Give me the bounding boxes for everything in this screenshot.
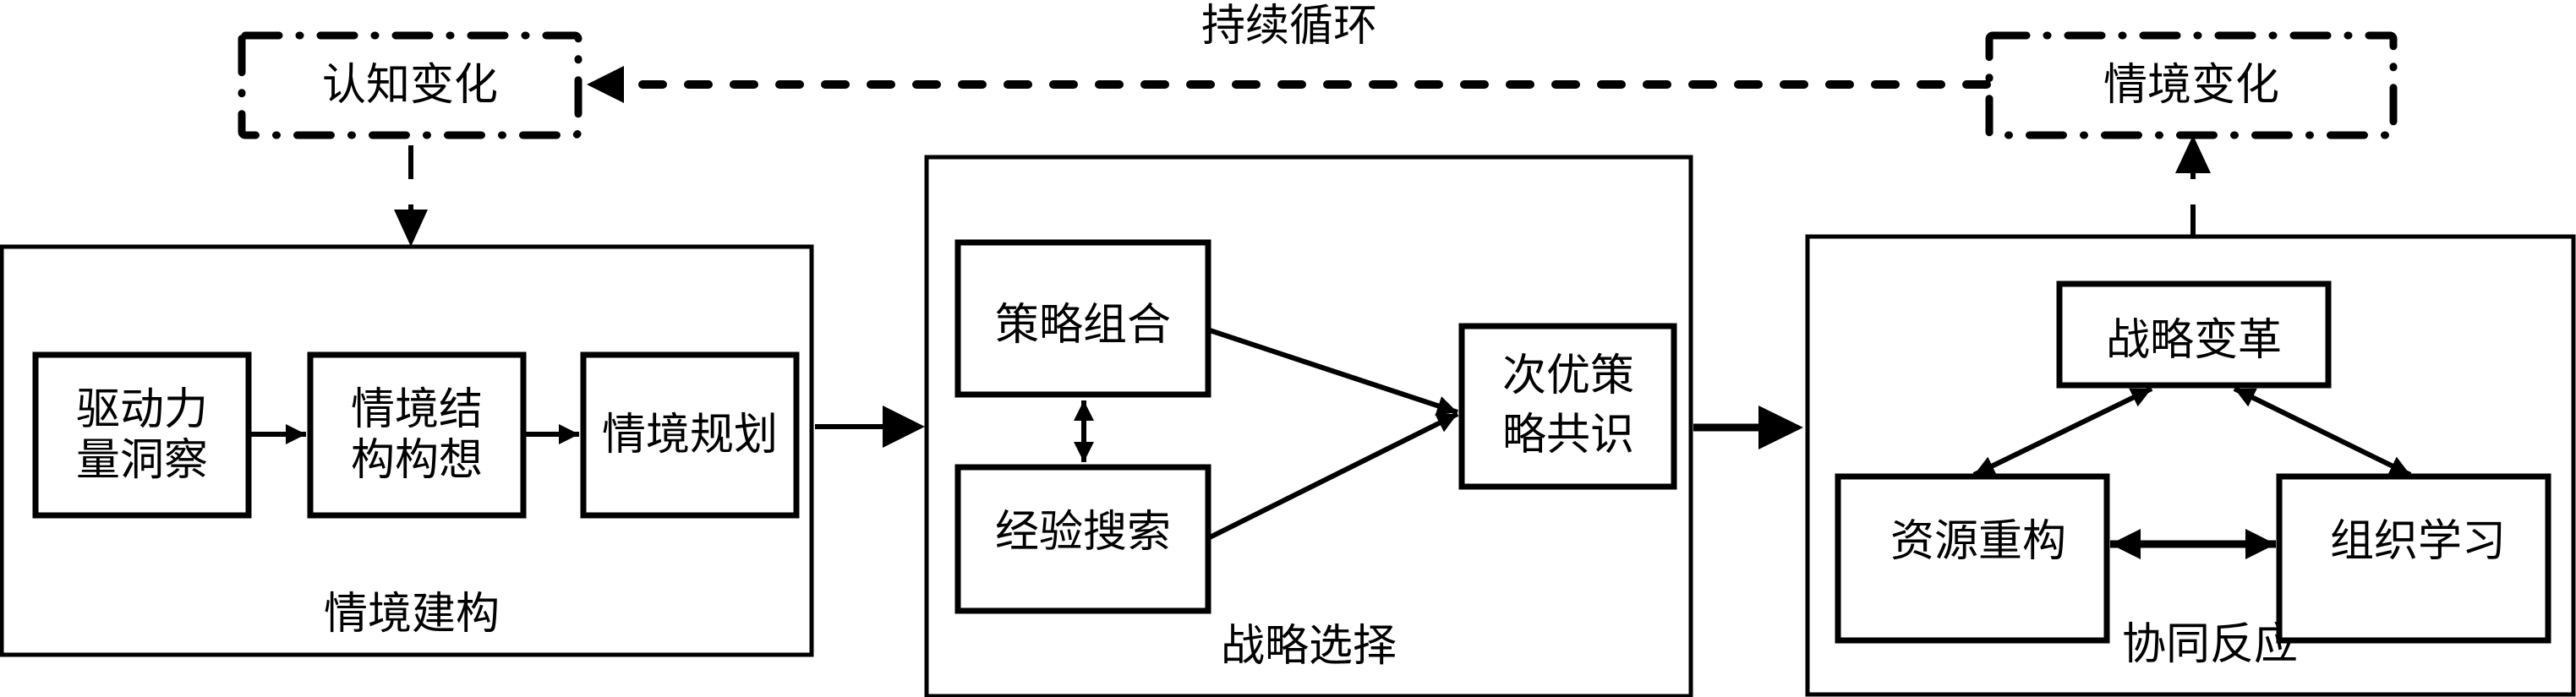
- node-label: 经验搜索: [995, 507, 1171, 558]
- cognitive-change-node: 认知变化: [238, 31, 582, 139]
- flow-arrow: [1209, 328, 1458, 416]
- bidirectional-arrow: [1972, 386, 2153, 477]
- node-label: 资源重构: [1890, 516, 2066, 567]
- node-label: 构构想: [351, 435, 483, 486]
- node-label: 组织学习: [2330, 516, 2506, 567]
- cycle-title: 持续循环: [1201, 1, 1377, 52]
- node-label: 驱动力: [76, 384, 208, 435]
- response-up-arrowhead-icon: [2175, 135, 2211, 173]
- section-flow-arrowhead-icon: [883, 406, 925, 448]
- section-scenario-construction: 情境建构 驱动力 量洞察 情境结 构构想 情境规划: [0, 244, 814, 657]
- cognitive-down-arrowhead-icon: [394, 210, 428, 247]
- bidirectional-arrow: [2233, 386, 2412, 477]
- node-label: 量洞察: [76, 435, 208, 486]
- node-label: 次优策: [1502, 351, 1634, 401]
- flow-arrow: [1208, 411, 1459, 540]
- feedback-arrowhead-icon: [587, 66, 624, 103]
- situation-change-label: 情境变化: [2103, 60, 2279, 111]
- section-collaborative-response: 协同反应 战略变革 资源重构 组织学习: [1805, 234, 2576, 697]
- section-flow-arrowhead-icon: [1758, 406, 1803, 449]
- node-label: 略共识: [1502, 410, 1634, 460]
- cognitive-change-label: 认知变化: [322, 60, 498, 111]
- node-label: 策略组合: [995, 300, 1171, 351]
- section-label: 情境建构: [324, 589, 500, 640]
- section-label: 战略选择: [1221, 621, 1397, 672]
- node-label: 战略变革: [2106, 315, 2282, 366]
- section-strategy-selection: 战略选择 策略组合 经验搜索 次优策 略共识: [924, 155, 1693, 697]
- section-label: 协同反应: [2122, 619, 2298, 670]
- situation-change-node: 情境变化: [1985, 31, 2398, 139]
- node-label: 情境结: [351, 384, 483, 435]
- node-label: 情境规划: [602, 410, 778, 460]
